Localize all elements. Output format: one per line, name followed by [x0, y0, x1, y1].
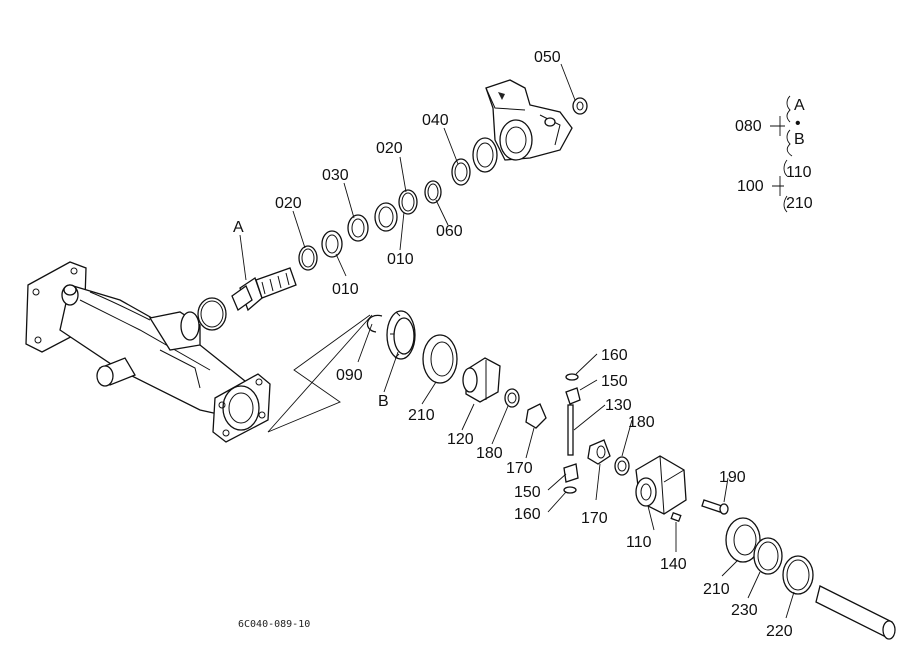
- gear-case-top: [485, 79, 573, 161]
- snap-ring-090: [366, 314, 383, 333]
- label-110: 110: [626, 534, 652, 551]
- label-120: 120: [447, 431, 474, 448]
- legend-dot: •: [795, 115, 801, 132]
- label-b-gear: B: [378, 393, 389, 410]
- legend-080: 080: [735, 118, 762, 135]
- legend-110: 110: [786, 164, 812, 181]
- pinion-shaft-130: [567, 404, 574, 456]
- pinion-150-bottom: [563, 463, 579, 483]
- ring-220: [782, 555, 814, 595]
- label-190: 190: [719, 469, 746, 486]
- bolt-190: [701, 499, 723, 513]
- label-210-left: 210: [408, 407, 435, 424]
- washer-050: [572, 97, 588, 115]
- label-130: 130: [605, 397, 632, 414]
- label-040: 040: [422, 112, 449, 129]
- ref-line: [267, 314, 373, 433]
- label-170-right: 170: [581, 510, 608, 527]
- part-labels: 050 040 020 030 020 A 010 010 060 090 B …: [233, 49, 793, 640]
- legend-b: B: [794, 131, 805, 148]
- diff-case-110: [635, 455, 687, 515]
- legend-a: A: [794, 97, 805, 114]
- label-150-top: 150: [601, 373, 628, 390]
- label-030: 030: [322, 167, 349, 184]
- leader-lines: [239, 63, 795, 619]
- bearing-210-right: [725, 517, 761, 563]
- label-a-pinion: A: [233, 219, 244, 236]
- assembly-legend: 080 A • B 100 110 210: [735, 95, 813, 213]
- side-gear-170-left: [525, 403, 547, 429]
- washer-160-bottom: [563, 486, 577, 494]
- bearing-210-left: [422, 334, 458, 384]
- bevel-pinion-shaft: [231, 267, 297, 312]
- label-020-lower: 020: [275, 195, 302, 212]
- output-shaft: [815, 585, 893, 639]
- shaft-parts-upper: [298, 137, 498, 271]
- label-140: 140: [660, 556, 687, 573]
- label-210-right: 210: [703, 581, 730, 598]
- legend-100: 100: [737, 178, 764, 195]
- washer-160-top: [565, 373, 579, 381]
- o-ring: [197, 297, 227, 331]
- axle-housing: [25, 261, 271, 443]
- drawing-code: 6C040-089-10: [238, 619, 310, 630]
- label-230: 230: [731, 602, 758, 619]
- label-090: 090: [336, 367, 363, 384]
- label-010-left: 010: [332, 281, 359, 298]
- label-020-upper: 020: [376, 140, 403, 157]
- label-170-left: 170: [506, 460, 533, 477]
- label-150-bottom: 150: [514, 484, 541, 501]
- label-060: 060: [436, 223, 463, 240]
- legend-210: 210: [786, 195, 813, 212]
- side-gear-170-right: [587, 439, 611, 465]
- gear-b: [386, 310, 416, 360]
- washer-180-left: [504, 388, 520, 408]
- pinion-150-top: [565, 387, 581, 405]
- pin-140: [670, 511, 682, 523]
- diff-case-120: [462, 357, 501, 403]
- seal-230: [753, 537, 783, 575]
- label-010-right: 010: [387, 251, 414, 268]
- label-160-top: 160: [601, 347, 628, 364]
- label-050: 050: [534, 49, 561, 66]
- label-220: 220: [766, 623, 793, 640]
- label-180-left: 180: [476, 445, 503, 462]
- label-160-bottom: 160: [514, 506, 541, 523]
- label-180-right: 180: [628, 414, 655, 431]
- washer-180-right: [614, 456, 630, 476]
